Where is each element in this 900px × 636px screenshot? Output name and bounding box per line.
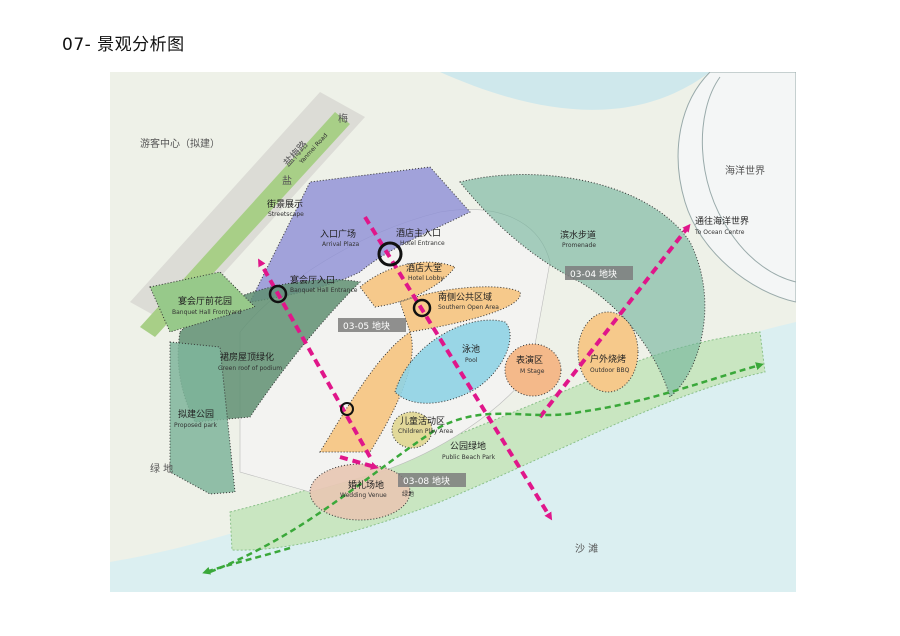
plot-tag-0305	[338, 318, 406, 332]
pool-label-en: Pool	[465, 357, 478, 364]
wedding-venue-label: 婚礼场地	[348, 479, 384, 491]
wedding-venue-zone	[309, 463, 411, 521]
ocean-centre-label-en: To Ocean Centre	[694, 229, 745, 236]
banquet-garden-label-en: Banquet Hall Frontyard	[172, 309, 241, 316]
arrival-plaza-label: 入口广场	[320, 228, 356, 240]
beach-park-label: 公园绿地	[450, 440, 486, 452]
proposed-park-zone	[169, 341, 236, 495]
bbq-label-en: Outdoor BBQ	[590, 367, 630, 374]
ocean-world-label: 海洋世界	[725, 164, 765, 177]
southern-open-label: 南侧公共区域	[438, 291, 492, 303]
promenade-zone	[459, 174, 706, 398]
view-axis-arrival	[258, 258, 372, 458]
streetscape-label-en: Streetscape	[268, 211, 304, 218]
node-hotel-entrance	[377, 241, 403, 267]
green-roof-label-en: Green roof of podium	[218, 365, 282, 372]
banquet-entrance-label: 宴会厅入口	[290, 274, 335, 286]
visitor-center-label: 游客中心（拟建）	[140, 137, 220, 150]
children-play-label-en: Children Play Area	[398, 428, 453, 435]
bbq-zone	[577, 311, 639, 393]
view-axis-hotel	[363, 215, 553, 521]
plot-label-0305: 03-05 地块	[343, 320, 390, 332]
promenade-label-en: Promenade	[562, 242, 596, 249]
hotel-lobby-label-en: Hotel Lobby	[408, 275, 444, 282]
proposed-park-label: 拟建公园	[178, 408, 214, 420]
stage-zone	[504, 343, 562, 397]
promenade-label: 滨水步道	[560, 229, 596, 241]
banquet-garden-label: 宴会厅前花园	[178, 295, 232, 307]
green-roof-label: 裙房屋顶绿化	[220, 351, 274, 363]
beach-label: 沙 滩	[575, 542, 598, 555]
page-title: 07- 景观分析图	[62, 35, 185, 55]
hotel-entrance-label-en: Hotel Entrance	[400, 240, 445, 247]
plot-tag-0304	[565, 266, 633, 280]
stage-label: 表演区	[516, 354, 543, 366]
hotel-lobby-label: 酒店大堂	[406, 262, 442, 274]
wedding-venue-label-en: Wedding Venue	[340, 492, 387, 499]
ocean-centre-label: 通往海洋世界	[695, 215, 749, 227]
harbor-water	[440, 72, 710, 110]
beach-park-label-en: Public Beach Park	[442, 454, 496, 461]
node-podium	[340, 402, 354, 416]
bbq-label: 户外烧烤	[590, 353, 626, 365]
banquet-entrance-label-en: Banquet Hall Entrance	[290, 287, 358, 294]
streetscape-label: 街景展示	[267, 198, 303, 210]
plot-label-0304: 03-04 地块	[570, 268, 617, 280]
greenland-small-label: 绿地	[402, 490, 414, 498]
greenland-label: 绿 地	[150, 462, 173, 475]
hotel-entrance-label: 酒店主入口	[396, 227, 441, 239]
stage-label-en: M Stage	[520, 368, 545, 375]
road-char-yan: 盐	[282, 174, 292, 187]
landscape-analysis-map: 03-04 地块 03-05 地块 03-08 地块 盐梅路 Yanmei Ro…	[110, 72, 796, 592]
podium-orange-strip	[319, 331, 413, 453]
node-southern-open	[412, 298, 432, 318]
view-axis-ocean	[538, 223, 691, 419]
ocean-world-ring	[701, 76, 796, 283]
arrival-plaza-label-en: Arrival Plaza	[322, 241, 360, 248]
ocean-world-building	[677, 72, 796, 303]
banquet-garden-zone	[149, 271, 256, 333]
children-play-label: 儿童活动区	[400, 415, 445, 427]
green-path-return	[202, 546, 291, 575]
pool-label: 泳池	[462, 343, 480, 355]
southern-open-label-en: Southern Open Area	[438, 304, 499, 311]
sea-area	[110, 72, 796, 592]
road-char-mei: 梅	[338, 112, 348, 125]
node-banquet-entrance	[268, 284, 288, 304]
plot-tag-0308	[398, 473, 466, 487]
plot-label-0308: 03-08 地块	[403, 475, 450, 487]
proposed-park-label-en: Proposed park	[174, 422, 217, 429]
view-axis-wedding	[339, 455, 379, 470]
